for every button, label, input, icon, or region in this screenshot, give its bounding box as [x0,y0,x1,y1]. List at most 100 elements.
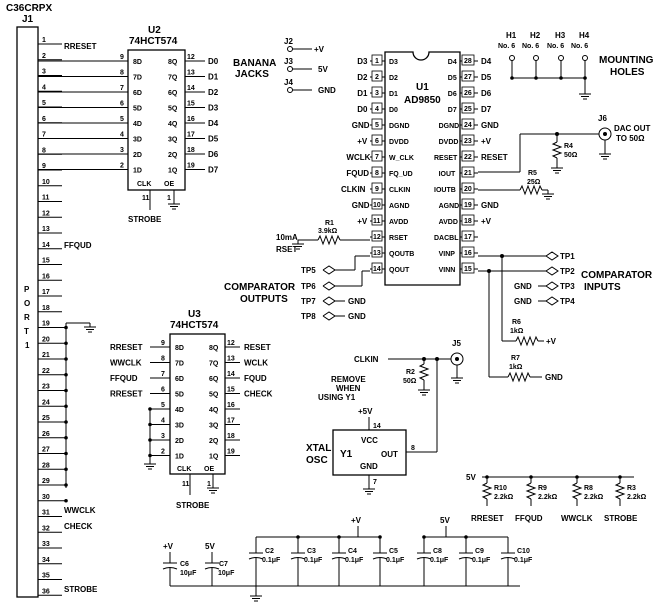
capacitor-symbol [290,557,306,560]
j1-pin-number: 6 [42,116,46,123]
tp7-gnd: GND [348,297,366,306]
u3-in-net: FFQUD [110,374,138,383]
u1-pin-box [461,86,475,98]
tp4-gnd: GND [514,297,532,306]
u3-out-num: 19 [227,449,235,456]
j1-pin-number: 15 [42,258,50,265]
u1-left-num: 4 [375,106,379,113]
u1-right-net: D4 [481,57,492,66]
xtal-out: OUT [381,450,398,459]
j1-pin-number: 30 [42,494,50,501]
u1-left-pin: D2 [389,75,398,82]
u1-left-pin: AVDD [389,219,408,226]
u2-out-num: 12 [187,54,195,61]
r5-ref: R5 [528,170,537,177]
clock-input: CLKIN R2 50Ω J5 REMOVE WHEN USING Y1 [318,339,464,453]
u3-out-pin: 7Q [209,361,219,368]
u1-body [384,51,461,286]
j1-pin-number: 21 [42,352,50,359]
comp-out-title2: OUTPUTS [240,294,288,305]
j1-pin-number: 7 [42,132,46,139]
latch-u3: U3 74HCT574 8D9RRESET7D8WWCLK6D7FFQUD5D6… [110,309,273,510]
u1-pin-box [461,118,475,130]
u1-pin-box [371,118,383,130]
u1-right-num: 25 [464,106,472,113]
u2-out-pin: 8Q [168,59,178,66]
pullup-ref: R9 [538,485,547,492]
u3-out-net: CHECK [244,390,273,399]
dac-out-label: DAC OUT [614,124,651,133]
u1-left-net: D2 [357,73,368,82]
u1-left-num: 3 [375,90,379,97]
capacitor-symbol [458,557,474,560]
u1-right-pin: AGND [439,203,460,210]
u2-out-num: 16 [187,116,195,123]
pullup-value: 2.2kΩ [627,494,647,501]
j1-pin-number: 8 [42,147,46,154]
pullup-resistor-symbol [614,482,626,500]
u1-pin-box [371,54,383,66]
j1-pin-number: 10 [42,179,50,186]
hole-ref: H4 [579,31,590,40]
u3-out-pin: 6Q [209,376,219,383]
u1-pin-box [371,198,383,210]
u2-out-pin: 5Q [168,106,178,113]
xtal-gnd-pin: 7 [373,479,377,486]
u2-in-pin: 6D [133,90,142,97]
u3-out-num: 18 [227,433,235,440]
u1-right-num: 16 [464,250,472,257]
cap-value: 0.1μF [430,557,449,564]
u1-left-pin: CLKIN [389,187,410,194]
u2-out-pin: 4Q [168,121,178,128]
u1-pin-box [461,166,475,178]
u3-body [169,333,226,475]
junction-dot [464,535,468,539]
j1-pins: 1234567891011121314151617181920212223242… [38,37,66,596]
u2-in-pin: 4D [133,121,142,128]
cap-ref: C4 [348,548,357,555]
j1-pin-number: 27 [42,447,50,454]
u2-in-num: 6 [120,101,124,108]
u1-right-net: +V [481,137,492,146]
cap-ref: C10 [517,548,530,555]
tp3-label: TP3 [560,282,575,291]
caps-pv-rail: +V [351,516,362,525]
u3-oe-pin: OE [204,466,214,473]
cap-ref: C8 [433,548,442,555]
u3-out-pin: 4Q [209,407,219,414]
capacitor-symbol [331,557,347,560]
u1-pin-box [461,54,475,66]
u3-clk-pin: CLK [177,466,191,473]
c7-ref: C7 [219,561,228,568]
c7-value: 10μF [218,570,235,577]
u2-in-pin: 1D [133,168,142,175]
hole-size: No. 6 [571,43,588,50]
u2-out-net: D2 [208,88,219,97]
u1-pin-box [371,134,383,146]
u2-in-num: 8 [120,70,124,77]
j3-net: 5V [318,65,328,74]
j1-pin-number: 4 [42,84,46,91]
pullup-resistor-symbol [571,482,583,500]
u1-pin-box [461,134,475,146]
u2-out-pin: 1Q [168,168,178,175]
j1-pin-number: 16 [42,273,50,280]
j1-pin-number: 3 [42,69,46,76]
port-letter: P [24,285,30,294]
u1-left-pin: QOUTB [389,251,414,258]
xtal-supply: +5V [358,407,373,416]
u3-in-pin: 7D [175,361,184,368]
u2-out-net: D0 [208,57,219,66]
u1-right-pin: VINN [439,267,456,274]
u3-in-num: 3 [161,433,165,440]
u1-pin-box [371,102,383,114]
j1-pin-number: 17 [42,289,50,296]
u1-left-num: 6 [375,138,379,145]
cap-ref: C2 [265,548,274,555]
j1-ref: J1 [22,14,34,25]
j1-body [16,26,39,598]
j6-ref: J6 [598,114,607,123]
junction-dot [64,483,68,487]
u1-right-num: 27 [464,74,472,81]
capacitor-symbol [416,557,432,560]
